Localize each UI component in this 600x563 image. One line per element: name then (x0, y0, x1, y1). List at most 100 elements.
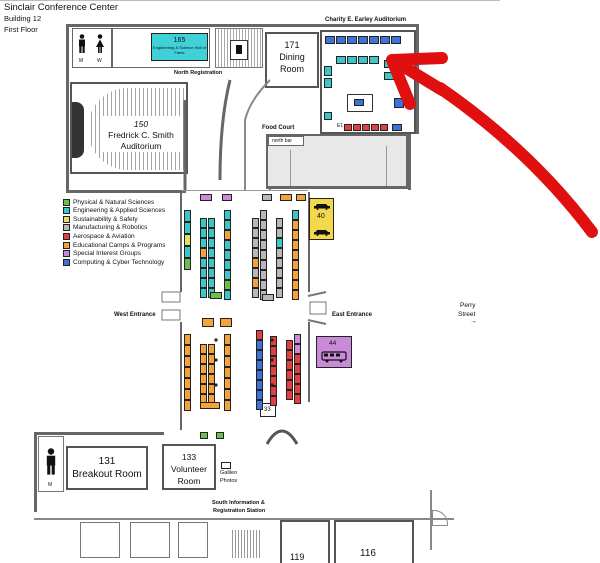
exhibit-booth[interactable] (224, 260, 231, 270)
exhibit-booth[interactable] (260, 220, 267, 230)
exhibit-booth[interactable] (208, 258, 215, 268)
exhibit-booth[interactable] (296, 194, 306, 201)
exhibit-booth[interactable] (256, 390, 263, 400)
exhibit-booth[interactable] (184, 246, 191, 258)
exhibit-booth[interactable] (391, 36, 401, 44)
exhibit-booth[interactable] (270, 396, 277, 406)
exhibit-booth[interactable] (276, 218, 283, 228)
exhibit-booth[interactable] (324, 66, 332, 76)
exhibit-booth[interactable] (262, 294, 274, 301)
exhibit-booth[interactable] (216, 432, 224, 439)
exhibit-booth[interactable] (294, 384, 301, 394)
exhibit-booth[interactable] (276, 288, 283, 298)
exhibit-booth[interactable] (224, 334, 231, 345)
exhibit-booth[interactable] (224, 356, 231, 367)
exhibit-booth[interactable] (276, 268, 283, 278)
exhibit-booth[interactable] (224, 250, 231, 260)
exhibit-booth[interactable] (270, 346, 277, 356)
exhibit-booth[interactable] (184, 367, 191, 378)
exhibit-booth[interactable] (252, 248, 259, 258)
exhibit-booth[interactable] (362, 124, 370, 131)
exhibit-booth[interactable] (224, 270, 231, 280)
exhibit-booth[interactable] (286, 390, 293, 400)
exhibit-booth[interactable] (371, 124, 379, 131)
exhibit-booth[interactable] (252, 228, 259, 238)
exhibit-booth[interactable] (210, 292, 222, 299)
exhibit-booth[interactable] (184, 356, 191, 367)
exhibit-booth[interactable] (252, 258, 259, 268)
exhibit-booth[interactable] (200, 364, 207, 374)
exhibit-booth[interactable] (224, 240, 231, 250)
exhibit-booth[interactable] (336, 56, 346, 64)
exhibit-booth[interactable] (200, 258, 207, 268)
exhibit-booth[interactable] (200, 268, 207, 278)
exhibit-booth[interactable] (294, 394, 301, 404)
exhibit-booth[interactable] (256, 360, 263, 370)
exhibit-booth[interactable] (200, 218, 207, 228)
exhibit-booth[interactable] (200, 402, 220, 409)
exhibit-booth[interactable] (184, 258, 191, 270)
galileo-booth[interactable] (221, 462, 231, 469)
exhibit-booth[interactable] (200, 248, 207, 258)
exhibit-booth[interactable] (252, 218, 259, 228)
exhibit-booth[interactable] (260, 260, 267, 270)
exhibit-booth[interactable] (369, 36, 379, 44)
exhibit-booth[interactable] (200, 374, 207, 384)
exhibit-booth[interactable] (294, 364, 301, 374)
exhibit-booth[interactable] (208, 374, 215, 384)
exhibit-booth[interactable] (280, 194, 292, 201)
exhibit-booth[interactable] (184, 345, 191, 356)
exhibit-booth[interactable] (208, 228, 215, 238)
exhibit-booth[interactable] (286, 380, 293, 390)
exhibit-booth[interactable] (292, 270, 299, 280)
booth-44[interactable]: 44 (316, 336, 352, 368)
exhibit-booth[interactable] (208, 278, 215, 288)
exhibit-booth[interactable] (208, 248, 215, 258)
exhibit-booth[interactable] (353, 124, 361, 131)
exhibit-booth[interactable] (200, 432, 208, 439)
exhibit-booth[interactable] (208, 238, 215, 248)
exhibit-booth[interactable] (294, 334, 301, 344)
exhibit-booth[interactable] (224, 367, 231, 378)
exhibit-booth[interactable] (270, 336, 277, 346)
exhibit-booth[interactable] (208, 268, 215, 278)
exhibit-booth[interactable] (270, 366, 277, 376)
exhibit-booth[interactable] (184, 210, 191, 222)
exhibit-booth[interactable] (286, 360, 293, 370)
exhibit-booth[interactable] (270, 356, 277, 366)
exhibit-booth[interactable] (184, 222, 191, 234)
exhibit-booth[interactable] (294, 374, 301, 384)
hall-of-fame-box[interactable]: 165 Engineering & Science Hall of Fame (151, 33, 208, 61)
exhibit-booth[interactable] (256, 370, 263, 380)
booth-33[interactable]: 33 (260, 403, 276, 417)
exhibit-booth[interactable] (208, 384, 215, 394)
exhibit-booth[interactable] (256, 380, 263, 390)
exhibit-booth[interactable] (276, 248, 283, 258)
exhibit-booth[interactable] (358, 36, 368, 44)
exhibit-booth[interactable] (344, 124, 352, 131)
exhibit-booth[interactable] (260, 270, 267, 280)
exhibit-booth[interactable] (292, 220, 299, 230)
exhibit-booth[interactable] (256, 340, 263, 350)
exhibit-booth[interactable] (208, 218, 215, 228)
exhibit-booth[interactable] (252, 268, 259, 278)
exhibit-booth[interactable] (184, 378, 191, 389)
exhibit-booth[interactable] (347, 56, 357, 64)
exhibit-booth[interactable] (202, 318, 214, 327)
exhibit-booth[interactable] (252, 238, 259, 248)
exhibit-booth[interactable] (270, 386, 277, 396)
exhibit-booth[interactable] (276, 278, 283, 288)
exhibit-booth[interactable] (200, 354, 207, 364)
exhibit-booth[interactable] (224, 280, 231, 290)
exhibit-booth[interactable] (292, 280, 299, 290)
exhibit-booth[interactable] (336, 36, 346, 44)
exhibit-booth[interactable] (256, 330, 263, 340)
exhibit-booth[interactable] (380, 124, 388, 131)
exhibit-booth[interactable] (200, 344, 207, 354)
exhibit-booth[interactable] (256, 400, 263, 410)
exhibit-booth[interactable] (208, 344, 215, 354)
exhibit-booth[interactable] (224, 290, 231, 300)
exhibit-booth[interactable] (220, 318, 232, 327)
exhibit-booth[interactable] (184, 234, 191, 246)
exhibit-booth[interactable] (208, 354, 215, 364)
